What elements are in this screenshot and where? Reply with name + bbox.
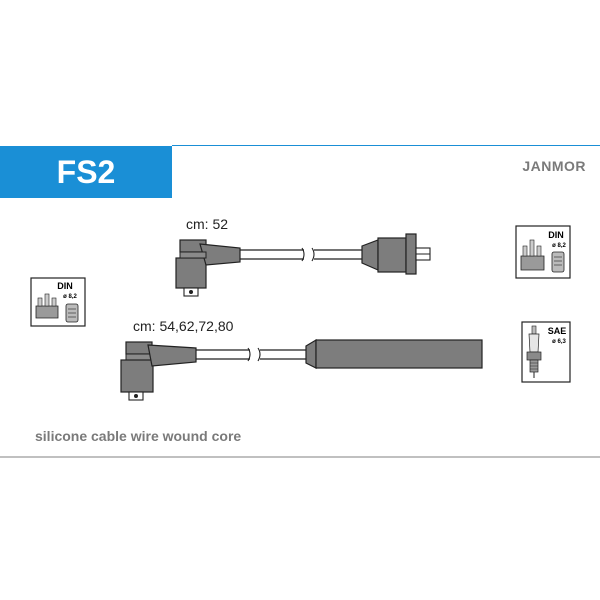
- cable-2: [120, 338, 483, 401]
- product-description: silicone cable wire wound core: [35, 428, 242, 444]
- cable-1: [175, 233, 431, 297]
- footer-rule: [0, 456, 600, 458]
- distributor-cap-badge-left: DIN ø 8,2: [30, 277, 86, 327]
- cable-2-straight-boot: [305, 338, 483, 369]
- cable-1-angled-boot: [175, 239, 241, 297]
- cable-2-angled-boot: [120, 341, 197, 401]
- distributor-cap-icon: [520, 239, 565, 273]
- brand-name: JANMOR: [522, 158, 586, 174]
- spark-plug-standard: SAE: [548, 326, 567, 336]
- cable-2-wire: [196, 347, 306, 362]
- spark-plug-badge: SAE ø 6,3: [521, 321, 571, 383]
- badge-right-diameter: ø 8,2: [552, 243, 566, 249]
- spark-plug-diameter: ø 6,3: [552, 339, 566, 345]
- distributor-cap-icon: [35, 293, 79, 323]
- cable-1-length-label: cm: 52: [186, 216, 229, 232]
- badge-left-standard: DIN: [57, 281, 73, 291]
- badge-right-standard: DIN: [548, 230, 564, 240]
- badge-left-diameter: ø 8,2: [63, 294, 77, 300]
- product-code: FS2: [56, 154, 116, 190]
- cable-1-wire: [240, 247, 362, 262]
- cable-1-straight-boot: [361, 233, 431, 275]
- spark-plug-icon: [526, 325, 542, 378]
- distributor-cap-badge-right: DIN ø 8,2: [515, 225, 571, 279]
- header-rule: [172, 145, 600, 146]
- product-code-banner: [0, 146, 172, 198]
- cable-2-length-label: cm: 54,62,72,80: [133, 318, 234, 334]
